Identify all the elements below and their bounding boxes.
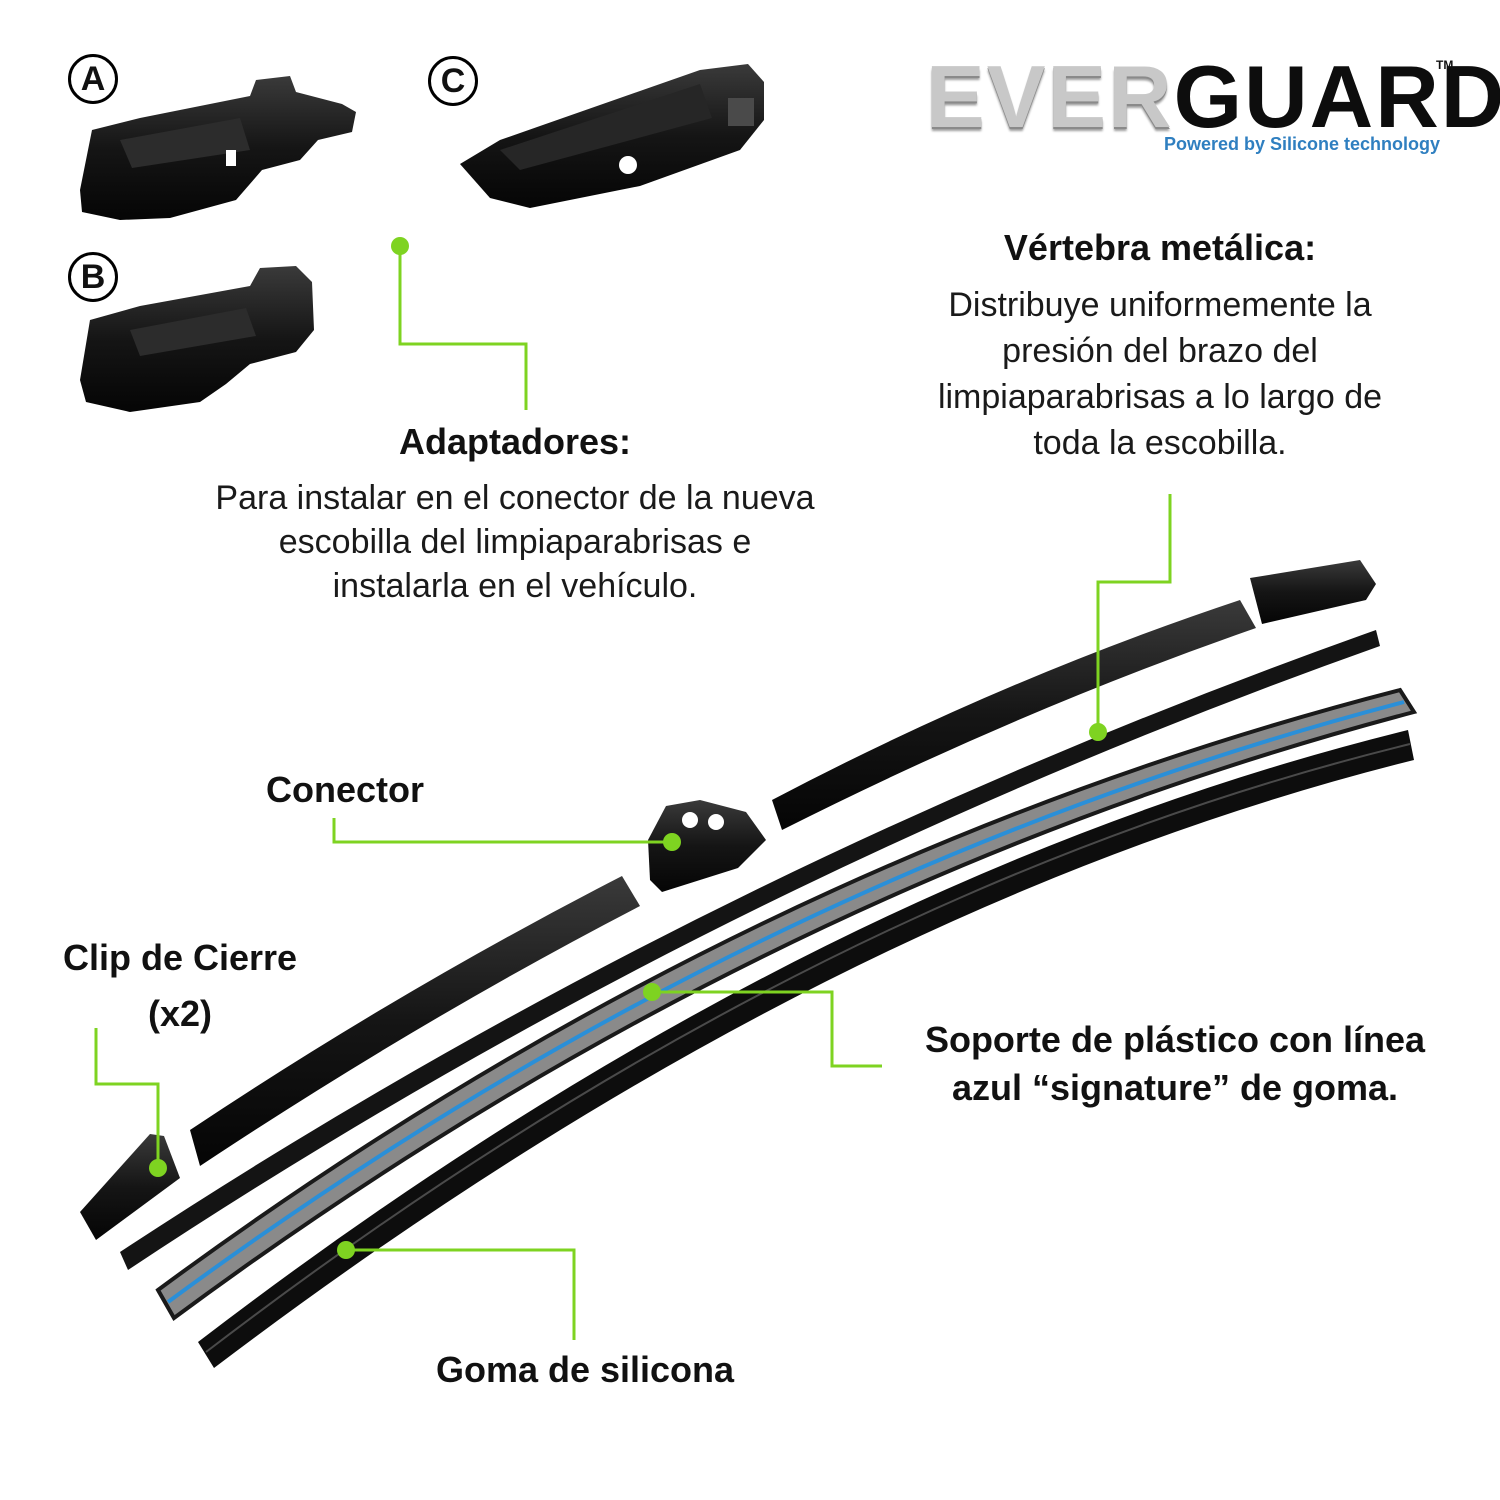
logo-tagline: Powered by Silicone technology bbox=[1163, 134, 1440, 154]
adapters-line: escobilla del limpiaparabrisas e bbox=[278, 523, 752, 561]
connector-part bbox=[648, 800, 766, 892]
badge-a: A bbox=[68, 54, 118, 104]
vertebra-line: toda la escobilla. bbox=[1033, 424, 1287, 462]
vertebra-line: presión del brazo del bbox=[1002, 332, 1318, 370]
adapters-description: Para instalar en el conector de la nueva… bbox=[180, 476, 850, 608]
adapters-callout: Adaptadores: Para instalar en el conecto… bbox=[180, 420, 850, 608]
end-cap-right bbox=[1250, 560, 1376, 624]
logo-guard: GUARD bbox=[1173, 47, 1500, 146]
signature-blue-line bbox=[166, 700, 1405, 1304]
adapters-line: Para instalar en el conector de la nueva bbox=[215, 479, 815, 517]
callout-dots bbox=[149, 237, 1107, 1259]
vertebra-callout: Vértebra metálica: Distribuye uniformeme… bbox=[880, 226, 1440, 466]
everguard-logo: EVERGUARD TM Powered by Silicone technol… bbox=[926, 52, 1500, 155]
logo-ever: EVER bbox=[926, 47, 1174, 146]
connector-label: Conector bbox=[265, 769, 424, 810]
spoiler-segment-left bbox=[190, 876, 640, 1166]
adapter-c-part bbox=[460, 64, 764, 208]
vertebra-title: Vértebra metálica: bbox=[1003, 227, 1317, 268]
rubber-highlight bbox=[205, 743, 1411, 1353]
clip-label-line2: (x2) bbox=[147, 993, 213, 1034]
support-label: Soporte de plástico con línea azul “sign… bbox=[890, 1016, 1460, 1112]
vertebra-description: Distribuye uniformemente la presión del … bbox=[880, 282, 1440, 466]
badge-c: C bbox=[428, 56, 478, 106]
callout-lines bbox=[94, 246, 1172, 1340]
rubber-label: Goma de silicona bbox=[435, 1349, 735, 1390]
logo-trademark: TM bbox=[1436, 58, 1454, 72]
support-label-line1: Soporte de plástico con línea bbox=[924, 1019, 1426, 1060]
clip-label: Clip de Cierre (x2) bbox=[40, 930, 320, 1042]
vertebra-line: Distribuye uniformemente la bbox=[948, 286, 1372, 324]
badge-b: B bbox=[68, 252, 118, 302]
spoiler-segment-middle bbox=[772, 600, 1256, 830]
adapter-a-part bbox=[80, 76, 356, 220]
clip-label-line1: Clip de Cierre bbox=[62, 937, 298, 978]
adapter-b-part bbox=[80, 266, 314, 412]
adapters-line: instalarla en el vehículo. bbox=[332, 567, 698, 605]
adapters-title: Adaptadores: bbox=[398, 421, 632, 462]
plastic-support-part bbox=[155, 687, 1418, 1321]
vertebra-line: limpiaparabrisas a lo largo de bbox=[937, 378, 1383, 416]
support-label-line2: azul “signature” de goma. bbox=[951, 1067, 1399, 1108]
